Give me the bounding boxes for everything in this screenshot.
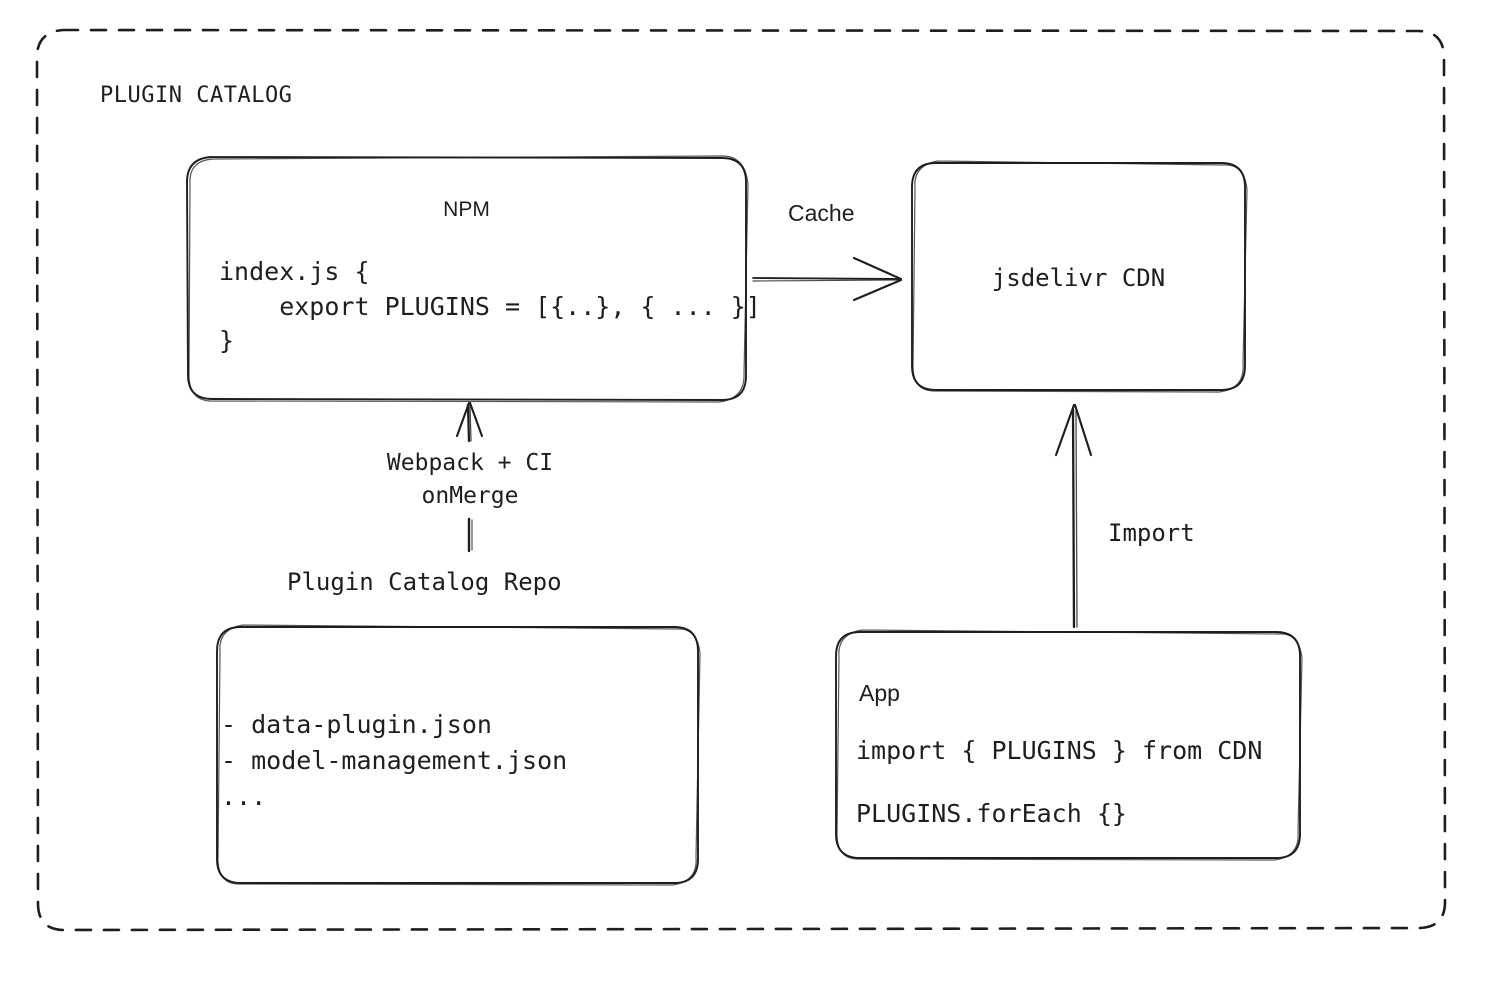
- cache-edge-label: Cache: [788, 200, 855, 226]
- npm-node-shape: [186, 155, 749, 403]
- npm-node-title: NPM: [443, 198, 490, 221]
- cdn-node-shape: [911, 160, 1248, 393]
- webpack-arrow: [455, 401, 484, 553]
- npm-code-block: index.js { export PLUGINS = [{..}, { ...…: [219, 257, 761, 355]
- repo-node-caption: Plugin Catalog Repo: [287, 568, 562, 596]
- app-node-shape: [835, 629, 1303, 861]
- app-node-title: App: [859, 680, 900, 706]
- repo-file-list: - data-plugin.json - model-management.js…: [221, 710, 568, 811]
- repo-node-shape: [216, 624, 701, 886]
- cache-arrow: [752, 256, 903, 302]
- plugin-catalog-container-border: [35, 28, 1447, 932]
- import-arrow: [1054, 403, 1093, 629]
- plugin-catalog-title: PLUGIN CATALOG: [100, 83, 293, 108]
- import-edge-label: Import: [1108, 519, 1195, 547]
- app-foreach-line: PLUGINS.forEach {}: [856, 799, 1127, 828]
- webpack-edge-label: Webpack + CI onMerge: [386, 450, 554, 509]
- app-import-line: import { PLUGINS } from CDN: [856, 736, 1263, 765]
- cdn-node-title: jsdelivr CDN: [991, 264, 1166, 292]
